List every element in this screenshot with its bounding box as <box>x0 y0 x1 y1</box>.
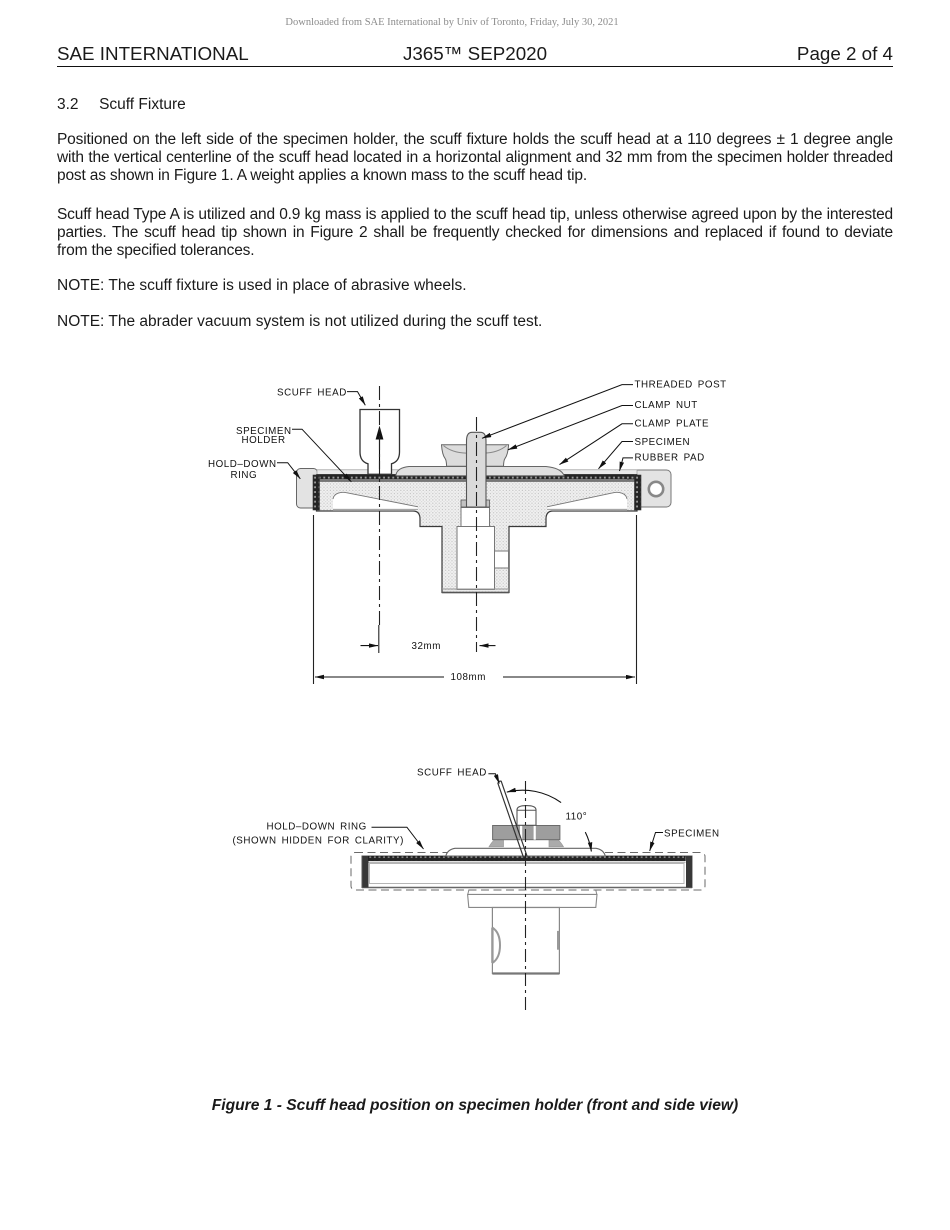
svg-text:THREADED POST: THREADED POST <box>635 380 727 391</box>
svg-text:108mm: 108mm <box>451 672 486 683</box>
svg-text:HOLD–DOWN: HOLD–DOWN <box>208 459 277 470</box>
svg-text:HOLDER: HOLDER <box>242 435 286 446</box>
svg-text:110°: 110° <box>566 812 588 823</box>
svg-text:SPECIMEN: SPECIMEN <box>236 426 292 437</box>
svg-text:HOLD–DOWN RING: HOLD–DOWN RING <box>267 822 367 833</box>
svg-text:SCUFF HEAD: SCUFF HEAD <box>277 387 347 398</box>
svg-text:(SHOWN HIDDEN FOR CLARITY): (SHOWN HIDDEN FOR CLARITY) <box>233 836 404 847</box>
svg-text:CLAMP NUT: CLAMP NUT <box>635 400 698 411</box>
svg-text:RING: RING <box>231 470 258 481</box>
svg-text:SCUFF HEAD: SCUFF HEAD <box>417 768 487 779</box>
svg-text:SPECIMEN: SPECIMEN <box>664 829 720 840</box>
svg-text:SPECIMEN: SPECIMEN <box>635 437 691 448</box>
svg-text:RUBBER PAD: RUBBER PAD <box>635 453 705 464</box>
svg-text:CLAMP PLATE: CLAMP PLATE <box>635 419 710 430</box>
svg-text:32mm: 32mm <box>412 641 441 652</box>
